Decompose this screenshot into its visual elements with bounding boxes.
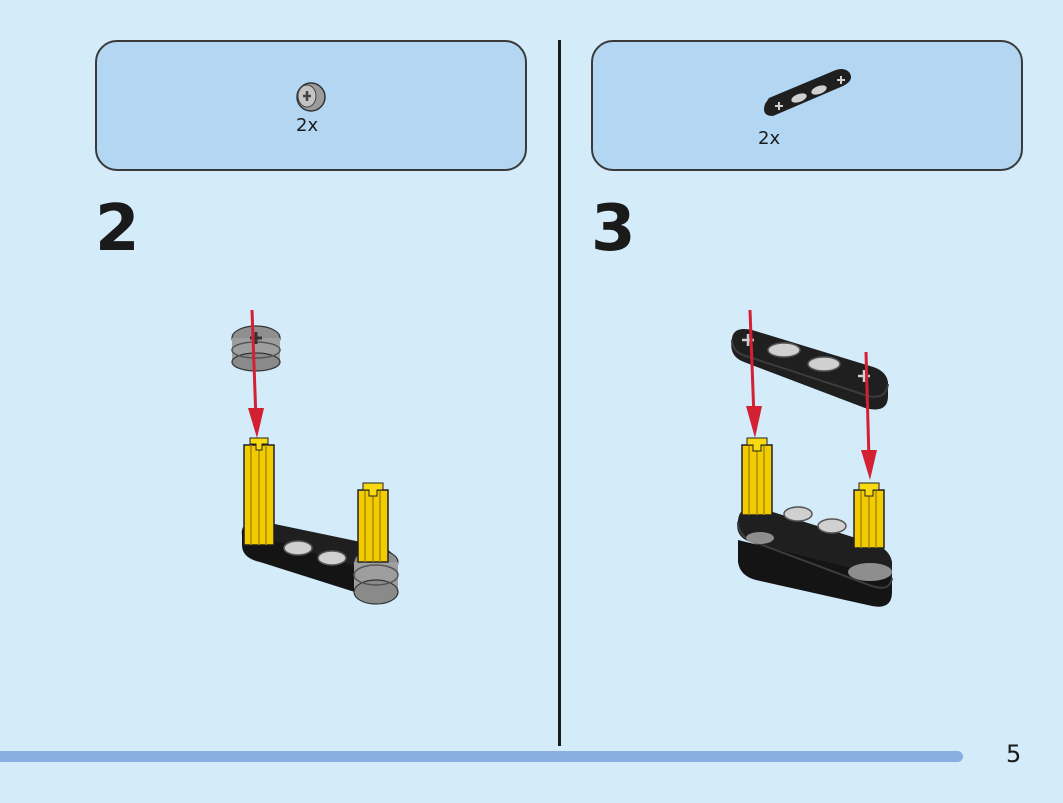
- page-number: 5: [1006, 740, 1022, 768]
- step-number: 3: [591, 192, 636, 266]
- bush-part: [353, 549, 399, 605]
- part-quantity: 2x: [296, 115, 319, 136]
- bush-part: [231, 325, 281, 372]
- step-number: 2: [95, 192, 140, 266]
- arrow-icon: [861, 351, 877, 480]
- axle-part: [357, 482, 389, 563]
- arrow-icon: [248, 309, 264, 438]
- assembly-illustration-step-3: [731, 309, 893, 607]
- arrow-icon: [746, 309, 762, 438]
- parts-callout-step-2: 2x: [95, 40, 527, 171]
- bush-icon: [296, 82, 326, 112]
- progress-bar: [0, 751, 963, 762]
- part-quantity: 2x: [758, 128, 781, 149]
- axle-part: [853, 482, 885, 549]
- step-divider: [558, 40, 561, 746]
- assembly-illustration-step-2: [231, 309, 399, 605]
- beam-3-icon: [764, 69, 851, 116]
- parts-callout-step-3: 2x: [591, 40, 1023, 171]
- axle-part: [243, 437, 275, 546]
- axle-part: [741, 437, 773, 516]
